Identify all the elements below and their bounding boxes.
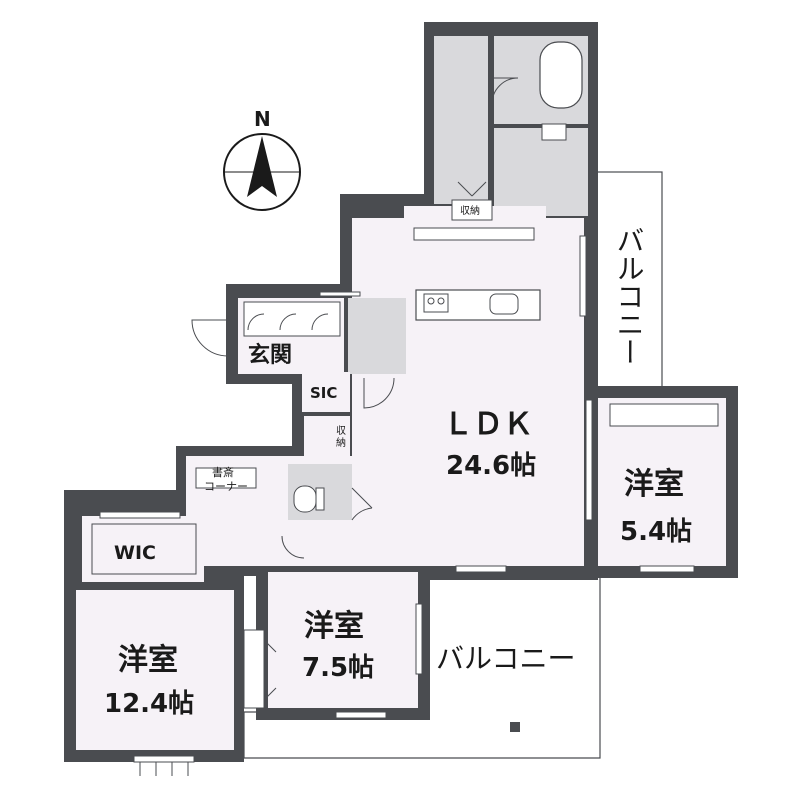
balcony-east-label: バルコニー bbox=[613, 226, 646, 366]
balcony-drain-icon bbox=[510, 722, 520, 732]
east-room-name-label: 洋室 bbox=[624, 467, 684, 502]
north-compass-icon: N bbox=[223, 107, 301, 211]
fixtures bbox=[91, 41, 719, 776]
wic-label: WIC bbox=[114, 542, 156, 564]
entrance-label: 玄関 bbox=[248, 342, 292, 368]
center-room-size-label: 7.5帖 bbox=[302, 653, 374, 683]
west-room-name-label: 洋室 bbox=[118, 643, 178, 678]
center-room-name-label: 洋室 bbox=[304, 609, 364, 644]
storage-mid-label-1: 収 bbox=[336, 425, 346, 437]
balcony-south-label: バルコニー bbox=[436, 642, 575, 675]
windows bbox=[99, 235, 695, 763]
study-label-2: コーナー bbox=[204, 480, 248, 493]
ldk-size-label: 24.6帖 bbox=[446, 451, 536, 481]
ldk-name-label: ＬＤＫ bbox=[443, 407, 533, 442]
compass-north-label: N bbox=[254, 107, 271, 131]
sic-label: SIC bbox=[310, 384, 337, 402]
east-room-size-label: 5.4帖 bbox=[620, 517, 692, 547]
storage-top-label: 収納 bbox=[460, 204, 480, 217]
west-room-size-label: 12.4帖 bbox=[104, 689, 194, 719]
storage-mid-label-2: 納 bbox=[336, 436, 346, 449]
study-label-1: 書斎 bbox=[212, 465, 234, 479]
